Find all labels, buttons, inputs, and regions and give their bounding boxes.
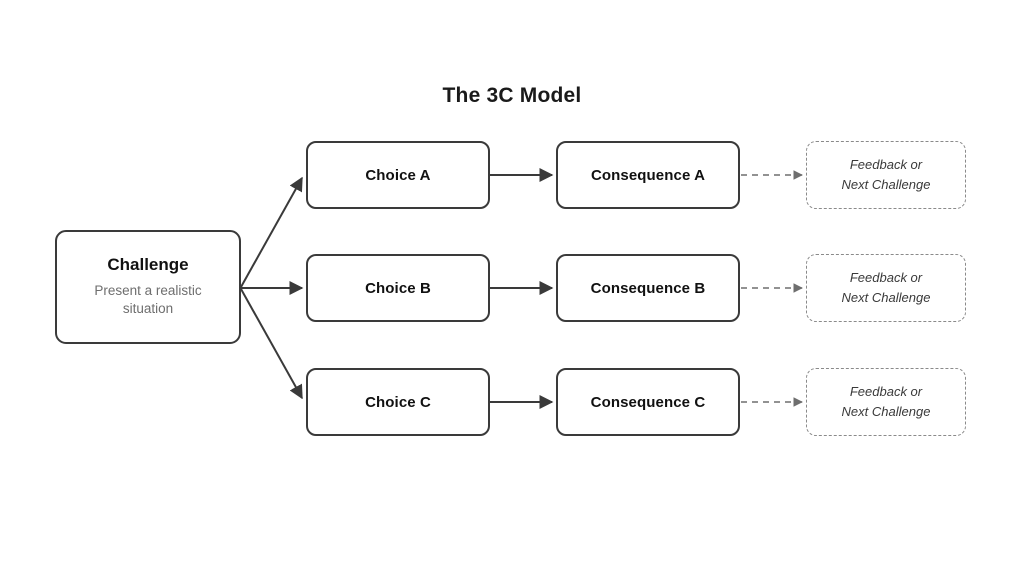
page-title: The 3C Model	[442, 84, 582, 107]
node-feedback-b[interactable]: Feedback or Next Challenge	[806, 254, 966, 322]
connector-challenge-to-choice-a	[240, 176, 303, 288]
node-choice-b[interactable]: Choice B	[306, 254, 490, 322]
feedback-c-line-2: Next Challenge	[841, 404, 931, 419]
node-feedback-a[interactable]: Feedback or Next Challenge	[806, 141, 966, 209]
node-consequence-a[interactable]: Consequence A	[556, 141, 740, 209]
challenge-subtitle-line-2: situation	[122, 300, 174, 316]
node-feedback-c[interactable]: Feedback or Next Challenge	[806, 368, 966, 436]
feedback-b-line-2: Next Challenge	[841, 290, 931, 305]
feedback-a-line-1: Feedback or	[849, 156, 923, 172]
node-consequence-b[interactable]: Consequence B	[556, 254, 740, 322]
choice-b-label: Choice B	[365, 279, 431, 297]
feedback-a-line-2: Next Challenge	[841, 177, 931, 192]
challenge-title: Challenge	[107, 255, 189, 275]
node-consequence-c[interactable]: Consequence C	[556, 368, 740, 436]
choice-c-label: Choice C	[365, 393, 431, 411]
consequence-c-label: Consequence C	[590, 393, 706, 411]
challenge-subtitle: Present a realistic situation	[94, 282, 201, 318]
node-choice-a[interactable]: Choice A	[306, 141, 490, 209]
connector-challenge-to-choice-c	[240, 288, 303, 400]
challenge-subtitle-line-1: Present a realistic	[94, 283, 202, 299]
feedback-c-line-1: Feedback or	[849, 383, 923, 399]
choice-a-label: Choice A	[365, 166, 431, 184]
consequence-b-label: Consequence B	[590, 279, 706, 297]
node-challenge[interactable]: Challenge Present a realistic situation	[55, 230, 241, 344]
node-choice-c[interactable]: Choice C	[306, 368, 490, 436]
consequence-a-label: Consequence A	[590, 166, 706, 184]
feedback-b-line-1: Feedback or	[849, 269, 923, 285]
